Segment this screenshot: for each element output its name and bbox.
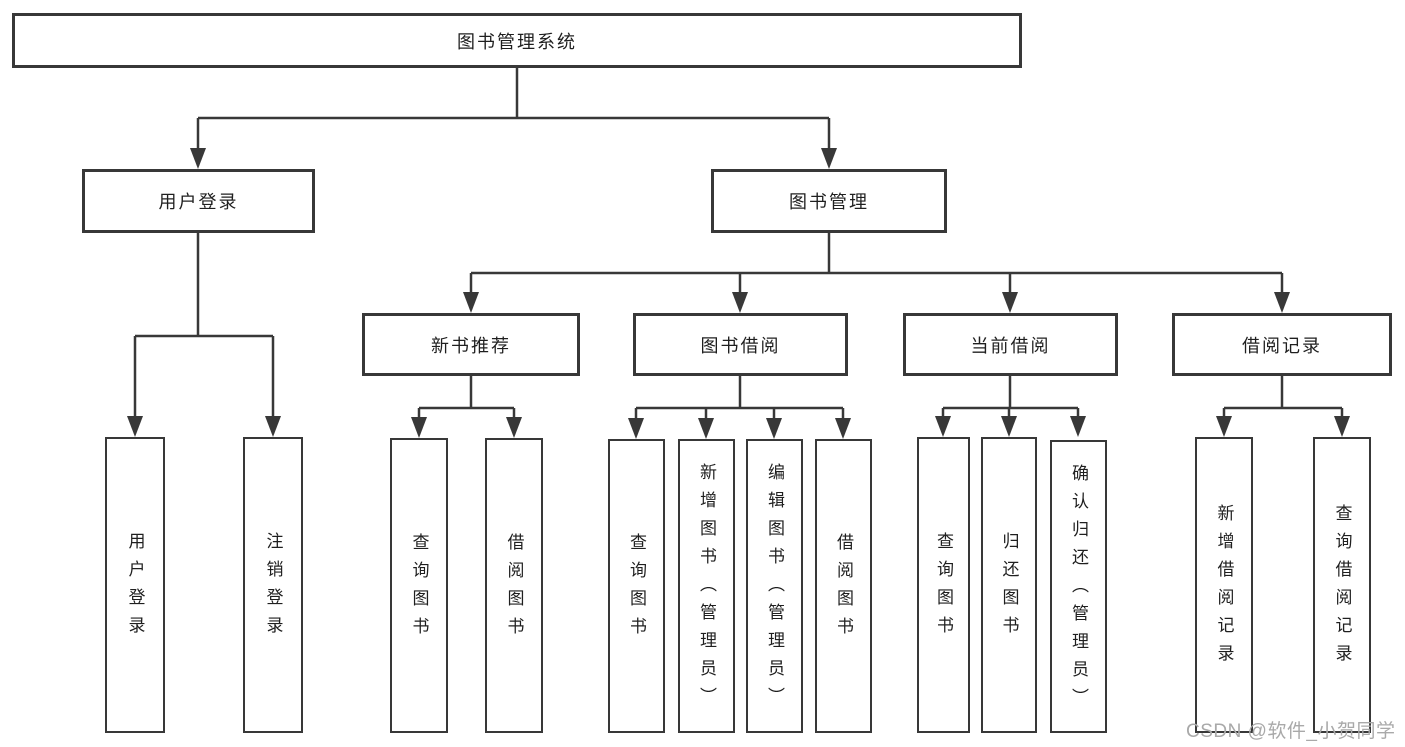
arrowhead-book_borrow-0 [628,418,644,439]
arrowhead-book_mgmt-1 [732,292,748,313]
leaf-borrowing-edit-book-admin: 编辑图书（管理员） [746,439,803,733]
arrowhead-book_mgmt-2 [1002,292,1018,313]
leaf-borrowing-add-book-admin: 新增图书（管理员） [678,439,735,733]
leaf-newbook-query-book: 查询图书 [390,438,448,733]
leaf-user-login: 用户登录 [105,437,165,733]
node-borrowing-records: 借阅记录 [1172,313,1392,376]
arrowhead-borrow_records-1 [1334,416,1350,437]
leaf-records-add-record: 新增借阅记录 [1195,437,1253,733]
node-user-login: 用户登录 [82,169,315,233]
node-new-book-recommendation: 新书推荐 [362,313,580,376]
arrowhead-book_borrow-1 [698,418,714,439]
arrowhead-book_borrow-2 [766,418,782,439]
node-book-management: 图书管理 [711,169,947,233]
arrowhead-current_borrow-0 [935,416,951,437]
node-book-borrowing: 图书借阅 [633,313,848,376]
leaf-borrowing-query-book: 查询图书 [608,439,665,733]
arrowhead-book_borrow-3 [835,418,851,439]
node-current-borrowing: 当前借阅 [903,313,1118,376]
arrowhead-user_login-0 [127,416,143,437]
leaf-borrowing-borrow-book: 借阅图书 [815,439,872,733]
arrowhead-root-1 [821,148,837,169]
arrowhead-borrow_records-0 [1216,416,1232,437]
leaf-current-return-book: 归还图书 [981,437,1037,733]
arrowhead-book_mgmt-0 [463,292,479,313]
arrowhead-current_borrow-1 [1001,416,1017,437]
arrowhead-new_book-0 [411,417,427,438]
leaf-logout: 注销登录 [243,437,303,733]
arrowhead-current_borrow-2 [1070,416,1086,437]
leaf-newbook-borrow-book: 借阅图书 [485,438,543,733]
arrowhead-book_mgmt-3 [1274,292,1290,313]
leaf-current-query-book: 查询图书 [917,437,970,733]
arrowhead-new_book-1 [506,417,522,438]
leaf-records-query-record: 查询借阅记录 [1313,437,1371,733]
csdn-watermark: CSDN @软件_小贺同学 [1186,721,1396,742]
arrowhead-root-0 [190,148,206,169]
arrowhead-user_login-1 [265,416,281,437]
leaf-current-confirm-return-admin: 确认归还（管理员） [1050,440,1107,733]
node-library-management-system: 图书管理系统 [12,13,1022,68]
